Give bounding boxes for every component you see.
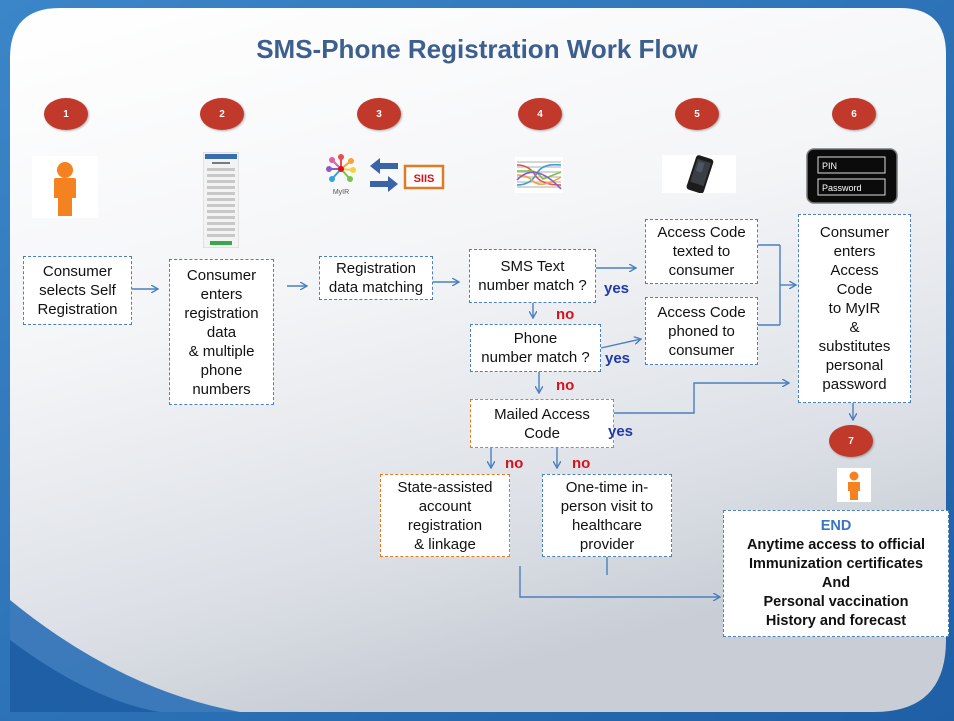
siis-badge	[403, 164, 445, 190]
arrow-left-icon	[370, 158, 398, 174]
label-yes-phone: yes	[605, 350, 631, 367]
pin-field-label: PIN	[822, 161, 837, 171]
box-line: Consumer	[42, 263, 113, 280]
label-no-visit: no	[572, 455, 591, 472]
box-mailed-access-code: Mailed Access Code	[470, 399, 614, 448]
myir-logo-icon	[326, 154, 356, 182]
box-line: selects Self	[39, 282, 116, 299]
step-badge-5: 5	[675, 98, 719, 130]
label-no-sms: no	[556, 306, 575, 323]
step-badge-3: 3	[357, 98, 401, 130]
box-line: SMS Text	[500, 258, 565, 275]
box-line: One-time in-	[565, 478, 649, 496]
pin-password-icon: PIN Password	[806, 148, 898, 204]
myir-siis-exchange-icon: MyIR SIIS	[326, 154, 445, 196]
box-line: phone	[200, 361, 243, 379]
box-line: registration	[184, 304, 259, 322]
myir-logo-text: MyIR	[333, 189, 349, 196]
box-line: Mailed Access	[494, 405, 590, 423]
end-line: Anytime access to official	[746, 536, 926, 553]
box-line: number match ?	[481, 349, 590, 366]
box-line: person visit to	[560, 497, 654, 515]
box-phone-match: Phone number match ?	[470, 324, 601, 372]
box-one-time-visit: One-time in- person visit to healthcare …	[542, 474, 672, 557]
box-line: enters	[833, 243, 876, 260]
box-line: Code	[524, 424, 560, 442]
step-badge-1: 1	[44, 98, 88, 130]
box-line: to MyIR	[828, 300, 881, 317]
box-line: Phone	[513, 330, 558, 347]
box-line: &	[849, 319, 860, 336]
box-line: Access	[830, 262, 879, 279]
end-line: Immunization certificates	[748, 555, 924, 572]
box-line: password	[822, 376, 887, 393]
siis-text: SIIS	[414, 173, 435, 185]
box-consumer-enters: Consumer enters registration data & mult…	[169, 259, 274, 405]
box-line: numbers	[192, 380, 251, 398]
box-line: consumer	[668, 262, 735, 279]
box-line: Access Code	[657, 224, 746, 241]
box-line: Consumer	[819, 224, 890, 241]
box-line: Registration	[37, 301, 118, 318]
label-no-state: no	[505, 455, 524, 472]
box-line: Consumer	[186, 266, 257, 284]
box-line: healthcare	[571, 516, 643, 534]
box-line: enters	[200, 285, 243, 303]
end-title: END	[820, 517, 852, 534]
label-yes-sms: yes	[604, 280, 630, 297]
box-state-assisted: State-assisted account registration & li…	[380, 474, 510, 557]
box-line: Access Code	[657, 303, 746, 321]
box-end: END Anytime access to official Immunizat…	[723, 510, 949, 637]
box-line: phoned to	[668, 322, 735, 340]
box-line: Code	[836, 281, 873, 298]
box-line: provider	[579, 535, 635, 553]
step-badge-7: 7	[829, 425, 873, 457]
password-field-label: Password	[822, 183, 862, 193]
end-line: Personal vaccination	[763, 593, 909, 610]
box-line: & multiple	[188, 342, 255, 360]
arrow-right-icon	[370, 176, 398, 192]
label-no-phone: no	[556, 377, 575, 394]
box-consumer-enters-access-code: Consumer enters Access Code to MyIR & su…	[798, 214, 911, 403]
route-map-icon	[515, 157, 563, 193]
box-access-texted: Access Code texted to consumer	[645, 219, 758, 284]
end-line: History and forecast	[765, 612, 907, 629]
box-line: data	[206, 323, 237, 341]
box-line: State-assisted	[397, 478, 493, 496]
end-line: And	[821, 574, 851, 591]
step-badge-6: 6	[832, 98, 876, 130]
box-line: account	[418, 497, 472, 515]
box-registration-matching: Registration data matching	[319, 256, 433, 300]
person-icon	[32, 156, 98, 218]
box-line: Registration	[335, 260, 417, 277]
box-line: texted to	[672, 243, 731, 260]
box-line: & linkage	[414, 535, 476, 553]
box-line: consumer	[668, 341, 735, 359]
box-sms-match: SMS Text number match ?	[469, 249, 596, 303]
box-line: substitutes	[818, 338, 891, 355]
box-access-phoned: Access Code phoned to consumer	[645, 297, 758, 365]
label-yes-mailed: yes	[608, 423, 634, 440]
box-line: registration	[407, 516, 483, 534]
box-line: data matching	[328, 279, 424, 296]
box-consumer-selects: Consumer selects Self Registration	[23, 256, 132, 325]
box-line: number match ?	[478, 277, 587, 294]
step-badge-2: 2	[200, 98, 244, 130]
phone-icon	[662, 155, 736, 193]
page-title: SMS-Phone Registration Work Flow	[256, 34, 698, 64]
box-line: personal	[825, 357, 884, 374]
step-badge-4: 4	[518, 98, 562, 130]
registration-form-icon	[203, 152, 239, 248]
person-small-icon	[837, 468, 871, 502]
